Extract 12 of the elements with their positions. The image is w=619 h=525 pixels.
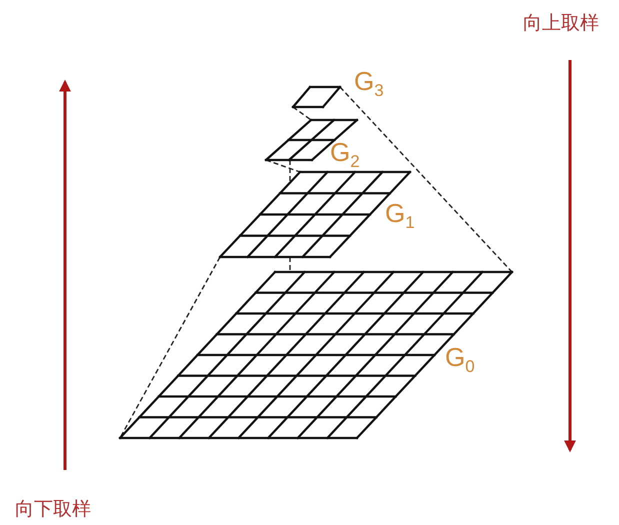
level-label: G$_{1}$ bbox=[385, 200, 415, 232]
dashed-line bbox=[292, 106, 312, 121]
dashed-line bbox=[339, 86, 513, 272]
direction-label: 向上取样 bbox=[523, 11, 599, 36]
level-label: G$_{3}$ bbox=[354, 68, 384, 100]
direction-label: 向下取样 bbox=[15, 497, 91, 522]
level-label: G$_{2}$ bbox=[330, 139, 360, 170]
dashed-line bbox=[289, 257, 291, 272]
level-label: G$_{0}$ bbox=[445, 344, 475, 376]
dashed-line bbox=[289, 160, 291, 181]
dashed-line bbox=[266, 159, 300, 173]
dashed-line bbox=[119, 256, 221, 438]
